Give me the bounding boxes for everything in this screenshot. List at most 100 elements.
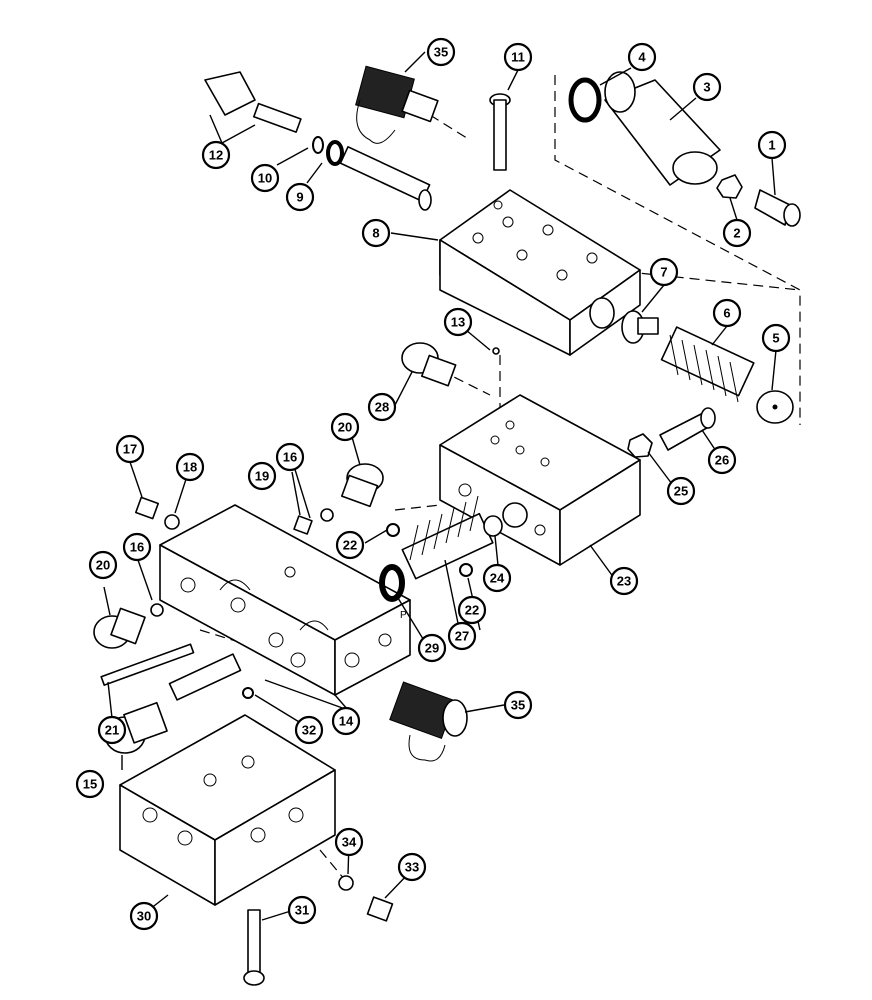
callout-2: 2 [722,218,752,248]
callout-23: 23 [609,566,639,596]
svg-text:26: 26 [715,453,729,468]
ball-18 [164,514,180,530]
set-screw-17 [135,496,159,520]
lower-valve-block [119,714,336,906]
o-ring-22b [459,563,473,577]
plug [401,342,457,387]
callout-14: 14 [331,706,361,736]
callout-21: 21 [97,715,127,745]
callout-5: 5 [761,323,791,353]
svg-text:21: 21 [105,723,119,738]
svg-text:10: 10 [258,171,272,186]
solenoid-coil [355,65,439,144]
hydraulic-fitting [204,71,302,133]
callout-32: 32 [294,715,324,745]
callout-22a: 22 [335,530,365,560]
cartridge-sleeve [604,71,721,186]
lock-nut [627,433,653,458]
svg-text:18: 18 [183,460,197,475]
callout-22b: 22 [457,595,487,625]
callout-28: 28 [367,392,397,422]
svg-text:1: 1 [768,138,775,153]
svg-text:16: 16 [283,450,297,465]
callout-19: 19 [247,461,277,491]
spring [660,326,755,403]
svg-text:15: 15 [83,777,97,792]
callout-15: 15 [75,769,105,799]
set-screw-33 [366,896,394,922]
callout-16a: 16 [122,532,152,562]
svg-text:31: 31 [295,903,309,918]
callout-24: 24 [482,563,512,593]
o-ring-32 [242,687,254,699]
svg-text:19: 19 [255,469,269,484]
svg-text:20: 20 [96,558,110,573]
ball-34 [338,875,354,891]
poppet [621,310,659,344]
mounting-bolt [489,93,511,171]
o-ring [312,136,324,154]
svg-text:33: 33 [405,860,419,875]
svg-text:17: 17 [123,442,137,457]
set-screw-19 [293,515,313,535]
callout-20a: 20 [330,412,360,442]
poppet-seat [483,515,503,537]
callout-6: 6 [712,298,742,328]
adjusting-screw [659,407,716,451]
ball-16a [320,508,334,522]
svg-text:4: 4 [638,50,646,65]
leader-lines [103,51,777,921]
plug-lower [93,607,146,649]
callout-17: 17 [115,434,145,464]
svg-text:22: 22 [343,538,357,553]
callout-4: 4 [627,42,657,72]
svg-text:29: 29 [425,641,439,656]
main-valve-block: P [159,504,411,696]
svg-text:5: 5 [772,331,779,346]
svg-text:6: 6 [723,306,730,321]
svg-text:8: 8 [372,226,379,241]
callout-30: 30 [129,901,159,931]
callout-13: 13 [443,307,473,337]
cap-screw [754,189,801,227]
callout-11: 11 [503,42,533,72]
solenoid-coil-lower [389,681,468,762]
callout-27: 27 [447,621,477,651]
svg-text:27: 27 [455,629,469,644]
pin [100,643,195,686]
callout-34: 34 [334,827,364,857]
svg-text:12: 12 [209,148,223,163]
svg-text:3: 3 [703,80,710,95]
svg-text:23: 23 [617,574,631,589]
backup-ring [326,140,344,166]
callout-35b: 35 [503,690,533,720]
svg-text:7: 7 [660,265,667,280]
seal-washer [379,564,405,602]
svg-text:13: 13 [451,315,465,330]
callout-25: 25 [666,476,696,506]
svg-text:20: 20 [338,420,352,435]
callout-18: 18 [175,452,205,482]
callout-12: 12 [201,140,231,170]
svg-text:14: 14 [339,714,354,729]
svg-text:16: 16 [130,540,144,555]
svg-text:28: 28 [375,400,389,415]
callout-7: 7 [649,257,679,287]
port-marking-p: P [400,610,407,621]
callout-35a: 35 [426,37,456,67]
svg-text:9: 9 [296,190,303,205]
callout-16b: 16 [275,442,305,472]
spool [339,146,432,211]
plug-upper [341,463,384,508]
svg-text:2: 2 [733,226,740,241]
svg-text:34: 34 [342,835,357,850]
svg-text:32: 32 [302,723,316,738]
svg-text:25: 25 [674,484,688,499]
callout-1: 1 [757,130,787,160]
hex-nut [716,174,743,199]
svg-text:35: 35 [511,698,525,713]
long-bolt [243,909,265,986]
callout-9: 9 [285,182,315,212]
svg-text:11: 11 [511,50,525,65]
callout-3: 3 [692,72,722,102]
